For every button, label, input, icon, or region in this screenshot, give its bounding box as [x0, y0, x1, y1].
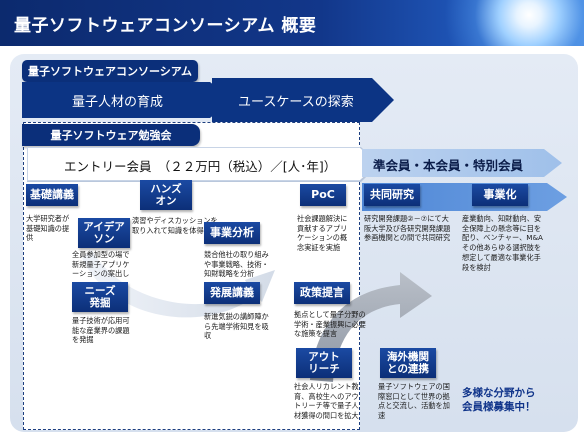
ideathon-desc: 全員参加型の場で新規量子アプリケーションの案出し [72, 250, 130, 279]
overseas-collaboration-desc: 量子ソフトウェアの国際窓口として世界の拠点と交流し、活動を加速 [378, 382, 450, 421]
commercialization-button[interactable]: 事業化 [472, 184, 528, 206]
consortium-label: 量子ソフトウェアコンソーシアム [22, 60, 198, 82]
entry-member-text: エントリー会員 （２２万円（税込）／[人･年]） [64, 159, 337, 174]
member-types-arrow [362, 149, 562, 177]
header-glow [444, 0, 584, 46]
handson-desc: 演習やディスカッションを取り入れて知識を体得 [132, 216, 218, 235]
needs-discovery-desc: 量子技術が応用可能な産業界の課題を発掘 [72, 316, 130, 345]
poc-button[interactable]: PoC [300, 184, 346, 206]
arrow-talent-development-text: 量子人材の育成 [72, 94, 164, 110]
entry-member-arrow [27, 147, 377, 181]
study-group-label-text: 量子ソフトウェア勉強会 [50, 129, 172, 142]
outreach-button[interactable]: アウトリーチ [296, 348, 352, 378]
header-bar: 量子ソフトウェアコンソーシアム 概要 [0, 0, 584, 46]
advanced-lecture-desc: 新進気鋭の講師陣から先端学術知見を吸収 [204, 312, 269, 341]
ideathon-button[interactable]: アイデアソン [78, 218, 130, 248]
recruitment-line2: 会員様募集中！ [462, 401, 536, 414]
business-analysis-desc: 競合他社の取り組みや事業戦略、技術・知財戦略を分析 [204, 250, 269, 279]
recruitment-message: 多様な分野から 会員様募集中！ [462, 386, 536, 414]
joint-research-desc: 研究開発課題②－⑦にて大阪大学及び各研究開発課題参画機関との間で共同研究 [364, 214, 451, 243]
business-analysis-button[interactable]: 事業分析 [204, 222, 260, 244]
poc-desc: 社会課題解決に貢献するアプリケーションの概念実証を実施 [297, 214, 348, 253]
outreach-desc: 社会人リカレント教育、高校生へのアウトリーチ等で量子人材獲得の間口を拡大 [294, 382, 359, 421]
arrow-usecase-exploration: ユースケースの探索 [212, 78, 394, 122]
handson-button[interactable]: ハンズオン [140, 180, 192, 210]
recruitment-line1: 多様な分野から [462, 387, 536, 399]
joint-research-button[interactable]: 共同研究 [364, 184, 420, 206]
page-title: 量子ソフトウェアコンソーシアム 概要 [14, 16, 317, 36]
commercialization-desc: 産業動向、知財動向、安全保障上の懸念等に目を配り、ベンチャー、M&Aその他あらゆ… [462, 214, 543, 272]
needs-discovery-button[interactable]: ニーズ発掘 [72, 282, 128, 312]
overseas-collaboration-button[interactable]: 海外機関との連携 [380, 348, 436, 378]
study-group-label: 量子ソフトウェア勉強会 [22, 124, 200, 146]
basic-lecture-desc: 大学研究者が基礎知識の提供 [26, 214, 70, 243]
member-types-text: 準会員・本会員・特別会員 [373, 158, 524, 173]
arrow-usecase-exploration-text: ユースケースの探索 [238, 94, 354, 110]
arrow-talent-development: 量子人材の育成 [22, 82, 232, 118]
policy-proposal-desc: 拠点として量子分野の学術・産業振興に必要な施策を提言 [294, 310, 366, 339]
policy-proposal-button[interactable]: 政策提言 [294, 282, 350, 304]
basic-lecture-button[interactable]: 基礎講義 [26, 184, 78, 206]
advanced-lecture-button[interactable]: 発展講義 [204, 282, 260, 304]
curve-arrow-right [310, 272, 432, 382]
consortium-label-text: 量子ソフトウェアコンソーシアム [27, 65, 192, 78]
